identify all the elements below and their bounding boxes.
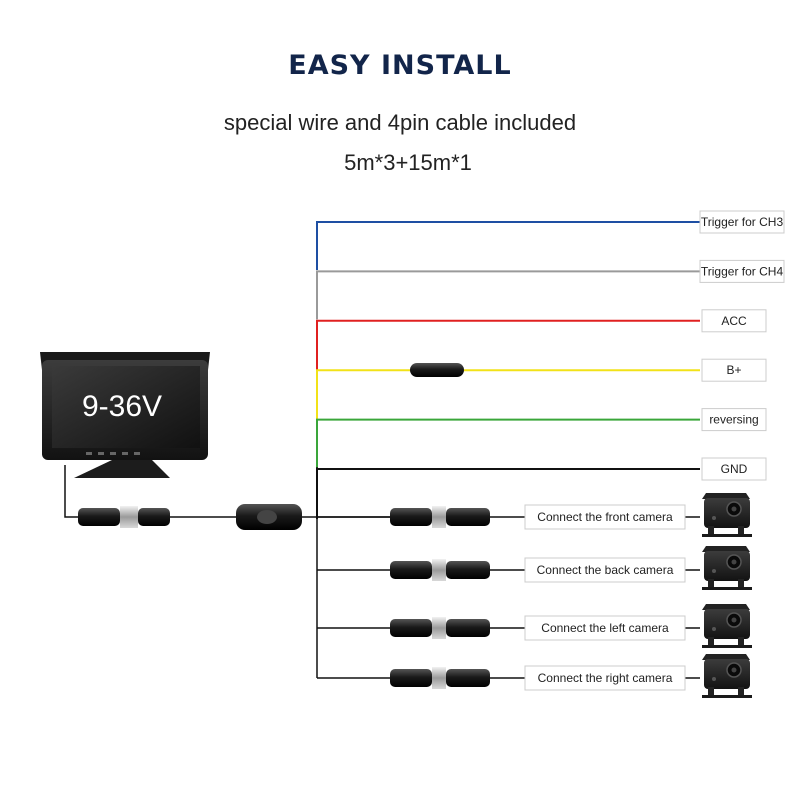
wire-acc: ACC bbox=[316, 309, 767, 371]
monitor-voltage: 9-36V bbox=[82, 390, 162, 423]
camera-label: Connect the left camera bbox=[541, 621, 669, 635]
camera-connector bbox=[390, 617, 490, 639]
wire-line bbox=[316, 221, 700, 270]
camera-label: Connect the right camera bbox=[538, 671, 673, 685]
fuse-holder bbox=[410, 363, 464, 377]
wire-line bbox=[316, 418, 700, 470]
monitor-connector bbox=[78, 506, 170, 528]
wire-label: reversing bbox=[709, 413, 758, 427]
camera-label-box bbox=[524, 615, 686, 641]
camera-icon bbox=[702, 654, 752, 698]
camera-branch-2: Connect the back camera bbox=[317, 546, 752, 590]
wire-label: Trigger for CH3 bbox=[701, 215, 784, 229]
wire-label-box bbox=[701, 457, 767, 481]
camera-label: Connect the back camera bbox=[537, 563, 674, 577]
wire-reversing: reversing bbox=[316, 408, 767, 470]
cable-lengths: 5m*3+15m*1 bbox=[344, 150, 472, 175]
page-title: EASY INSTALL bbox=[288, 50, 512, 81]
camera-branch-4: Connect the right camera bbox=[317, 654, 752, 698]
camera-label-box bbox=[524, 665, 686, 691]
camera-icon bbox=[702, 546, 752, 590]
wire-label-box bbox=[699, 259, 785, 283]
camera-label-box bbox=[524, 557, 686, 583]
camera-label: Connect the front camera bbox=[537, 510, 673, 524]
camera-icon bbox=[702, 604, 752, 648]
wire-label: ACC bbox=[721, 314, 747, 328]
camera-connector bbox=[390, 506, 490, 528]
camera-connector bbox=[390, 667, 490, 689]
wire-label-box bbox=[701, 309, 767, 333]
wire-label: B+ bbox=[726, 363, 741, 377]
wire-label-box bbox=[701, 358, 767, 382]
splitter-box bbox=[236, 504, 302, 530]
camera-connector bbox=[390, 559, 490, 581]
monitor-screen bbox=[52, 366, 200, 448]
camera-branch-3: Connect the left camera bbox=[317, 604, 752, 648]
camera-branch-1: Connect the front camera bbox=[317, 493, 752, 537]
wire-line bbox=[316, 319, 700, 371]
wire-b: B+ bbox=[316, 358, 767, 421]
camera-label-box bbox=[524, 504, 686, 530]
wire-label-box bbox=[699, 210, 785, 234]
wire-line bbox=[316, 270, 700, 320]
wire-label-box bbox=[701, 408, 767, 432]
camera-icon bbox=[702, 493, 752, 537]
wire-label: Trigger for CH4 bbox=[701, 264, 784, 278]
wire-line bbox=[316, 369, 700, 421]
monitor: 9-36V bbox=[40, 352, 210, 478]
monitor-buttons bbox=[86, 452, 140, 455]
wire-label: GND bbox=[721, 462, 748, 476]
wire-trigger-for-ch4: Trigger for CH4 bbox=[316, 259, 785, 320]
monitor-stand bbox=[74, 460, 170, 478]
monitor-cable bbox=[64, 465, 80, 518]
wire-trigger-for-ch3: Trigger for CH3 bbox=[316, 210, 785, 270]
page-subtitle: special wire and 4pin cable included bbox=[223, 110, 577, 135]
